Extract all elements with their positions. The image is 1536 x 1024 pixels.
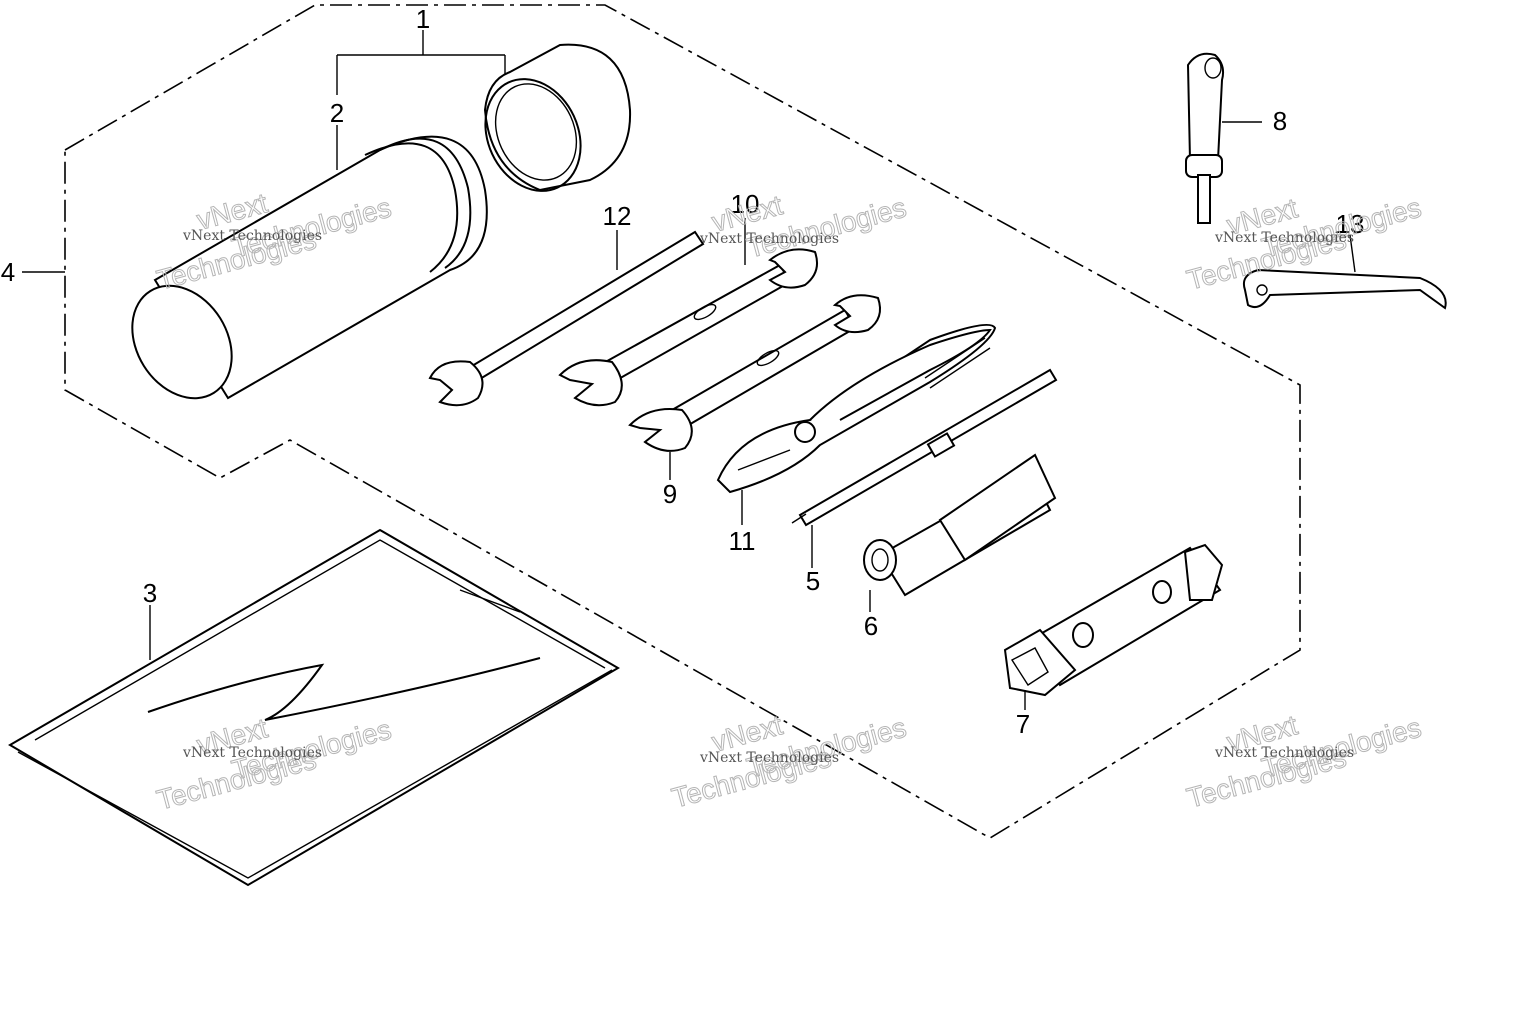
callout-2: 2: [330, 98, 344, 128]
svg-text:vNext Technologies: vNext Technologies: [1214, 745, 1354, 761]
callout-12: 12: [603, 201, 632, 231]
screwdriver-handle-8: [1185, 52, 1225, 224]
callout-10: 10: [731, 189, 760, 219]
spark-plug-wrench-7: [1003, 543, 1224, 697]
callout-5: 5: [806, 566, 820, 596]
wrench-9: [628, 294, 881, 452]
document-pouch: [8, 528, 620, 887]
watermark-5: vNext Technologies Technologies vNext Te…: [668, 709, 910, 815]
svg-text:vNext Technologies: vNext Technologies: [182, 228, 322, 244]
svg-text:vNext Technologies: vNext Technologies: [182, 745, 322, 761]
wrench-10: [558, 248, 818, 407]
callout-6: 6: [864, 611, 878, 641]
pliers-11: [716, 323, 997, 494]
callout-1: 1: [416, 4, 430, 34]
svg-text:vNext Technologies: vNext Technologies: [1214, 230, 1354, 246]
callout-13: 13: [1336, 209, 1365, 239]
hook-wrench-13: [1242, 268, 1447, 310]
watermark-6: vNext Technologies Technologies vNext Te…: [1183, 709, 1425, 815]
callout-11: 11: [729, 526, 756, 556]
wrench-12: [428, 230, 705, 407]
tool-tube: [131, 135, 488, 400]
svg-text:vNext Technologies: vNext Technologies: [699, 750, 839, 766]
socket-wrench-6: [863, 453, 1057, 597]
callout-4: 4: [1, 257, 15, 287]
svg-text:vNext Technologies: vNext Technologies: [699, 231, 839, 247]
screwdriver-5: [791, 368, 1058, 527]
callout-7: 7: [1016, 709, 1030, 739]
tube-cap: [483, 43, 632, 192]
callout-8: 8: [1273, 106, 1287, 136]
callout-3: 3: [143, 578, 157, 608]
callout-9: 9: [663, 479, 677, 509]
kit-outline: [64, 4, 1301, 839]
leader-lines: [22, 30, 1356, 710]
